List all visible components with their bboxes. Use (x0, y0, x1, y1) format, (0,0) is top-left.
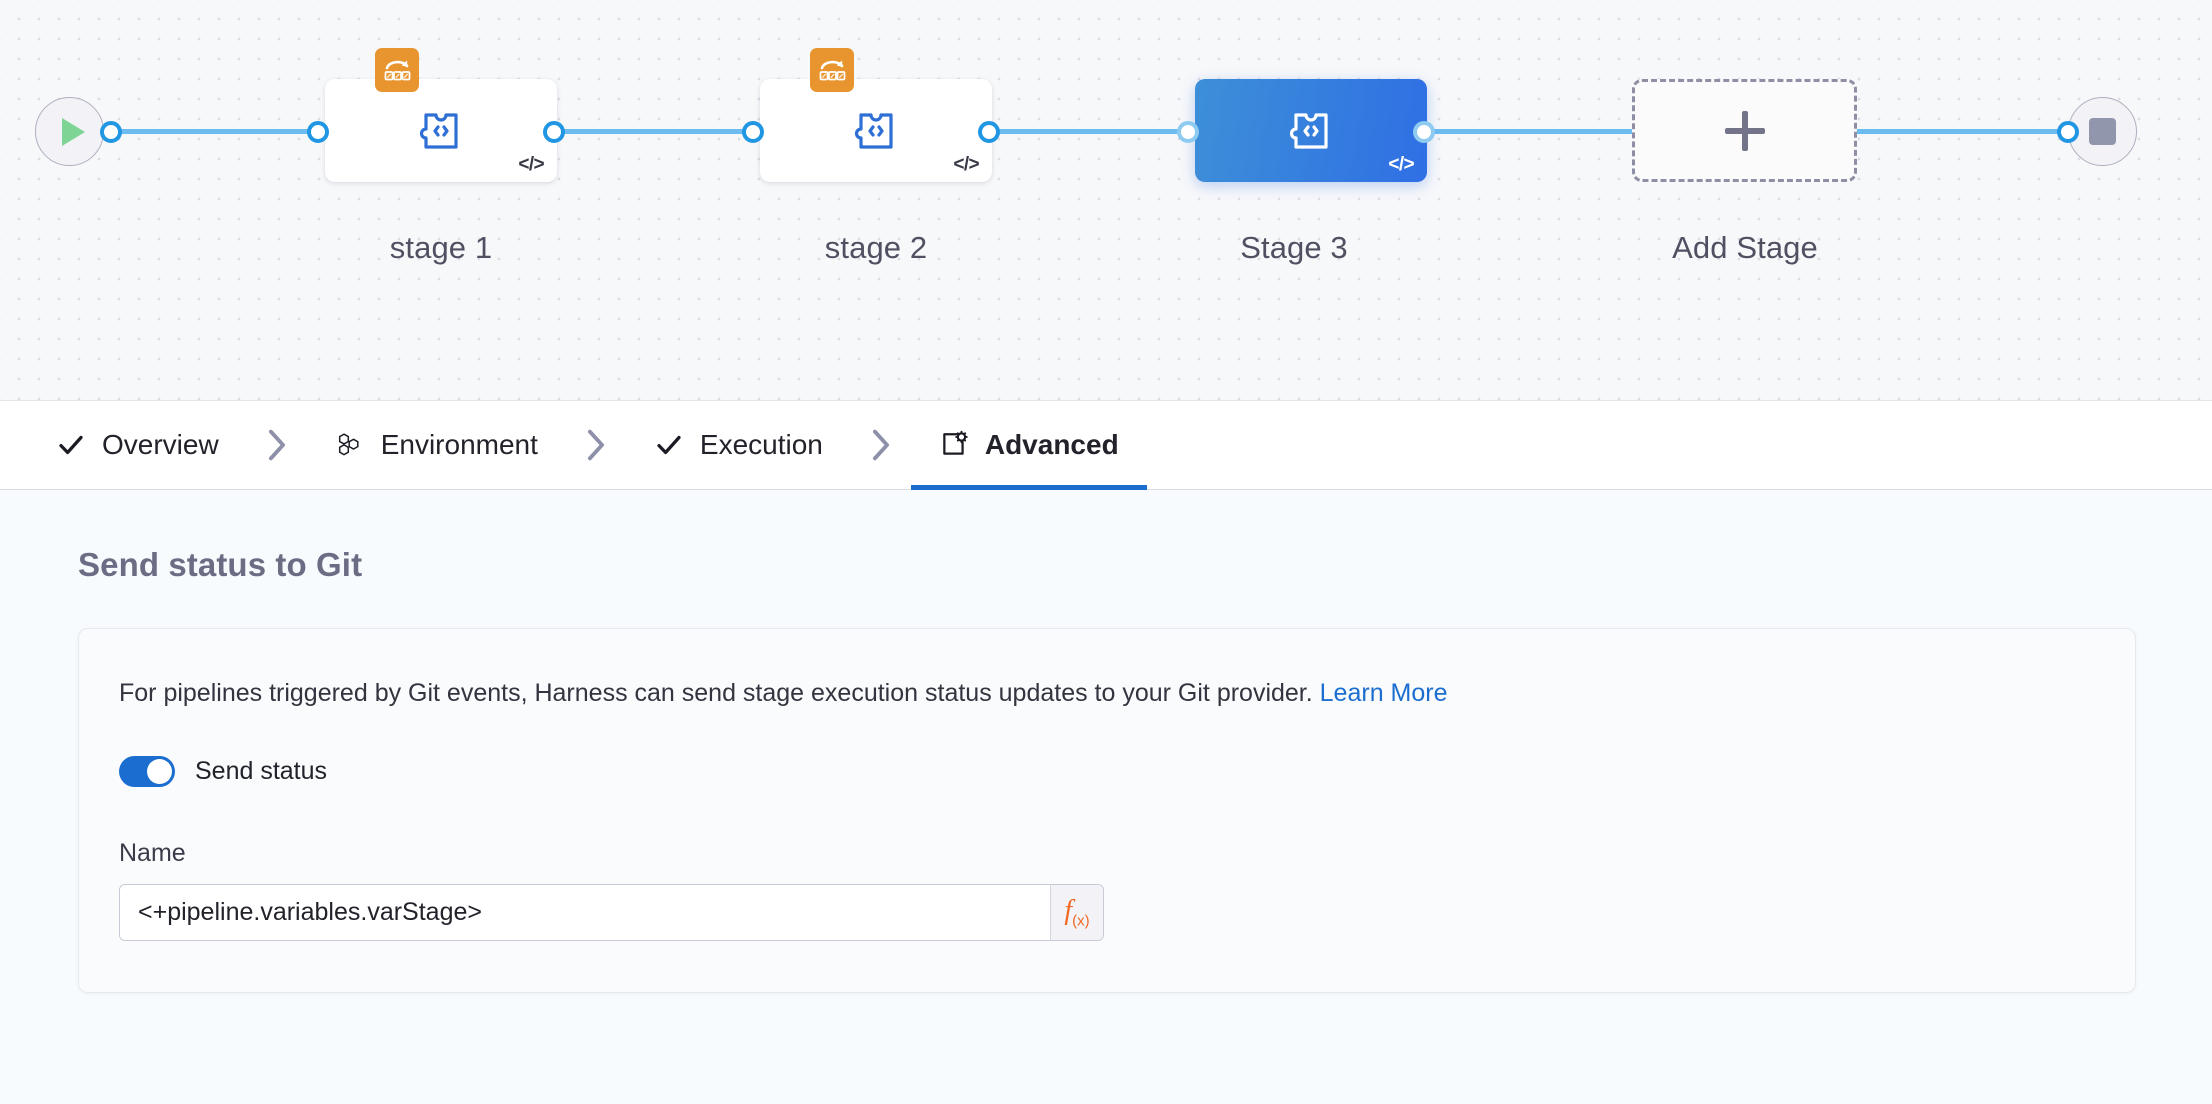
custom-stage-icon (1287, 107, 1335, 155)
name-input[interactable] (120, 885, 1050, 940)
name-field-label: Name (119, 839, 2095, 868)
tab-overview[interactable]: Overview (28, 401, 247, 489)
add-stage-label: Add Stage (1615, 230, 1875, 266)
name-field-group: Name f(x) (119, 839, 2095, 941)
send-status-toggle-label: Send status (195, 757, 327, 786)
tab-execution-label: Execution (700, 429, 823, 461)
tab-advanced-label: Advanced (985, 429, 1119, 461)
learn-more-link[interactable]: Learn More (1320, 679, 1448, 707)
tab-advanced[interactable]: Advanced (911, 401, 1147, 489)
stage-label-2: stage 2 (746, 230, 1006, 266)
card-description-text: For pipelines triggered by Git events, H… (119, 679, 1313, 707)
tab-separator-chevron-icon (247, 401, 307, 489)
add-stage-button[interactable] (1632, 79, 1857, 182)
page-title: Send status to Git (78, 546, 2134, 584)
send-status-to-git-card: For pipelines triggered by Git events, H… (78, 628, 2136, 993)
code-indicator-badge: </> (518, 154, 544, 176)
stage-node-2[interactable]: </> (760, 79, 992, 182)
end-input-port[interactable] (2057, 121, 2079, 143)
stage-1-output-port[interactable] (543, 121, 565, 143)
matrix-looping-icon (375, 48, 419, 92)
tab-overview-label: Overview (102, 429, 219, 461)
stage-2-input-port[interactable] (742, 121, 764, 143)
send-status-toggle-row: Send status (119, 756, 2095, 787)
tab-environment[interactable]: Environment (307, 401, 566, 489)
tab-separator-chevron-icon (566, 401, 626, 489)
custom-stage-icon (417, 107, 465, 155)
stop-icon (2089, 118, 2116, 145)
check-icon (654, 430, 684, 460)
toggle-knob (147, 759, 172, 784)
advanced-gear-icon (939, 430, 969, 460)
tab-environment-label: Environment (381, 429, 538, 461)
stage-1-input-port[interactable] (307, 121, 329, 143)
matrix-looping-icon (810, 48, 854, 92)
infrastructure-hex-icon (335, 430, 365, 460)
stage-3-output-port[interactable] (1413, 121, 1435, 143)
plus-icon (1725, 111, 1765, 151)
fx-glyph: f(x) (1064, 895, 1089, 930)
start-output-port[interactable] (100, 121, 122, 143)
stage-3-input-port[interactable] (1177, 121, 1199, 143)
pipeline-node-row: </> </> (0, 0, 2212, 300)
check-icon (56, 430, 86, 460)
name-input-group: f(x) (119, 884, 1104, 941)
stage-node-3[interactable]: </> (1195, 79, 1427, 182)
expression-fx-button[interactable]: f(x) (1050, 885, 1103, 940)
stage-label-3: Stage 3 (1164, 230, 1424, 266)
send-status-toggle[interactable] (119, 756, 175, 787)
advanced-tab-content: Send status to Git For pipelines trigger… (0, 490, 2212, 1104)
stage-label-1: stage 1 (311, 230, 571, 266)
code-indicator-badge: </> (1388, 154, 1414, 176)
stage-node-1[interactable]: </> (325, 79, 557, 182)
pipeline-start-node[interactable] (35, 97, 104, 166)
play-icon (62, 118, 85, 146)
tab-execution[interactable]: Execution (626, 401, 851, 489)
stage-2-output-port[interactable] (978, 121, 1000, 143)
custom-stage-icon (852, 107, 900, 155)
pipeline-canvas[interactable]: </> </> (0, 0, 2212, 400)
code-indicator-badge: </> (953, 154, 979, 176)
card-description: For pipelines triggered by Git events, H… (119, 681, 2095, 706)
stage-config-tabbar: Overview Environment Execution (0, 400, 2212, 490)
tab-separator-chevron-icon (851, 401, 911, 489)
